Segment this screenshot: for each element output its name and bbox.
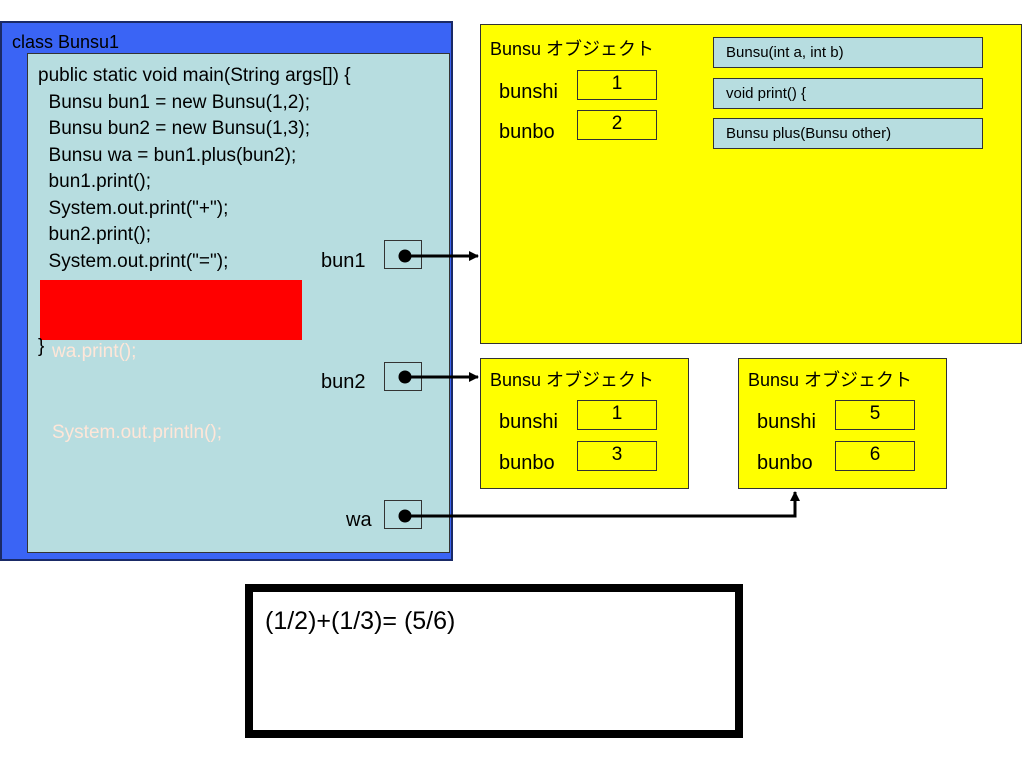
output-text: (1/2)+(1/3)= (5/6) bbox=[265, 607, 456, 635]
field-label-bunshi: bunshi bbox=[757, 411, 816, 433]
method-plus: Bunsu plus(Bunsu other) bbox=[713, 118, 983, 149]
code-line: bun2.print(); bbox=[38, 224, 151, 245]
highlighted-code-line: wa.print(); bbox=[52, 341, 137, 362]
object-title: Bunsu オブジェクト bbox=[490, 370, 655, 390]
arrow-wa bbox=[405, 491, 800, 518]
field-value-bunbo: 6 bbox=[835, 441, 915, 471]
class-title: class Bunsu1 bbox=[12, 32, 120, 52]
var-label-bun2: bun2 bbox=[321, 371, 366, 393]
field-value-bunshi: 1 bbox=[577, 400, 657, 430]
var-label-bun1: bun1 bbox=[321, 250, 366, 272]
code-line: bun1.print(); bbox=[38, 171, 151, 192]
field-label-bunshi: bunshi bbox=[499, 81, 558, 103]
field-label-bunbo: bunbo bbox=[499, 121, 555, 143]
var-label-wa: wa bbox=[346, 509, 372, 531]
code-line: Bunsu bun2 = new Bunsu(1,3); bbox=[38, 118, 310, 139]
highlighted-code-lines: wa.print(); System.out.println(); bbox=[52, 284, 222, 473]
field-value-bunshi: 5 bbox=[835, 400, 915, 430]
field-value-bunbo: 2 bbox=[577, 110, 657, 140]
field-value-bunbo: 3 bbox=[577, 441, 657, 471]
highlighted-code-block bbox=[40, 280, 302, 340]
bunsu-object-1 bbox=[480, 24, 1022, 344]
code-line: public static void main(String args[]) { bbox=[38, 65, 351, 86]
field-value-bunshi: 1 bbox=[577, 70, 657, 100]
method-constructor: Bunsu(int a, int b) bbox=[713, 37, 983, 68]
output-console bbox=[245, 584, 743, 738]
code-line: System.out.print("="); bbox=[38, 250, 229, 272]
highlighted-code-line: System.out.println(); bbox=[52, 422, 222, 443]
method-print: void print() { bbox=[713, 78, 983, 109]
object-title: Bunsu オブジェクト bbox=[490, 39, 655, 59]
code-line: Bunsu bun1 = new Bunsu(1,2); bbox=[38, 91, 310, 113]
closing-brace: } bbox=[38, 336, 45, 357]
object-title: Bunsu オブジェクト bbox=[748, 370, 913, 390]
code-lines: public static void main(String args[]) {… bbox=[38, 63, 351, 275]
code-line: Bunsu wa = bun1.plus(bun2); bbox=[38, 144, 297, 166]
field-label-bunshi: bunshi bbox=[499, 411, 558, 433]
field-label-bunbo: bunbo bbox=[499, 452, 555, 474]
field-label-bunbo: bunbo bbox=[757, 452, 813, 474]
code-line: System.out.print("+"); bbox=[38, 197, 229, 219]
